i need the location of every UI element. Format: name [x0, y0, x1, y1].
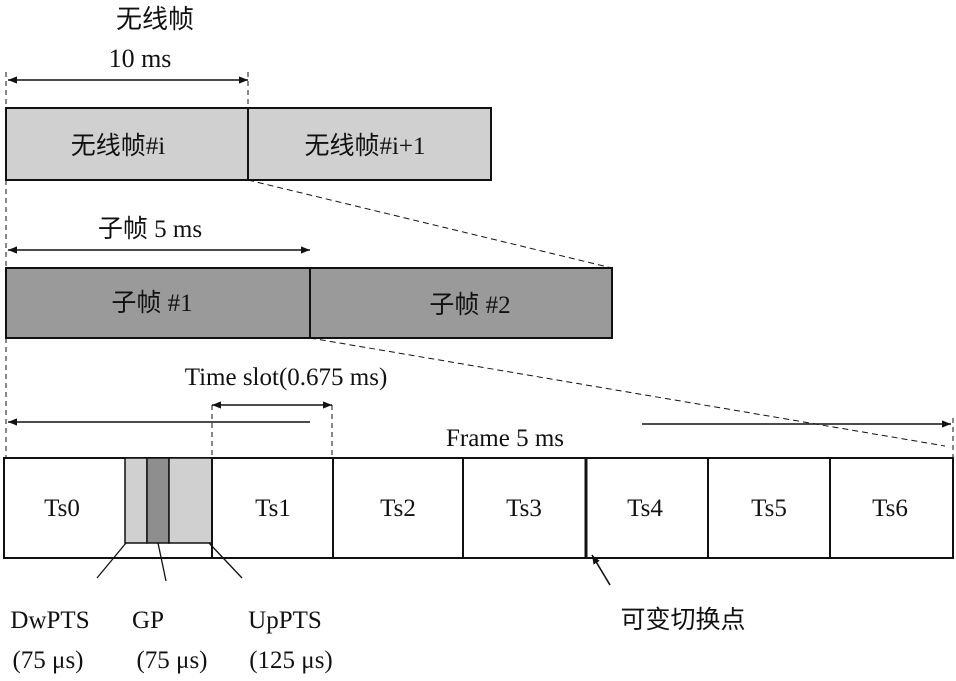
radio-frame-duration: 10 ms — [109, 44, 172, 73]
uppts-duration: (125 μs) — [249, 647, 333, 674]
slot-ts2-label: Ts2 — [380, 495, 416, 522]
frame-duration: Frame 5 ms — [446, 425, 564, 452]
slot-ts1-label: Ts1 — [255, 495, 291, 522]
dwpts-duration: (75 μs) — [12, 647, 83, 674]
slot-dwpts-box — [124, 457, 148, 544]
radio-frame-i-plus-1-label: 无线帧#i+1 — [304, 132, 425, 160]
gp-callout-line — [157, 542, 167, 582]
uppts-name: UpPTS — [248, 607, 322, 634]
switch-point-arrow — [591, 554, 611, 586]
slot-gp-box — [146, 457, 170, 544]
dwpts-callout-line — [96, 542, 127, 579]
radio-frame-title: 无线帧 — [116, 5, 194, 34]
uppts-callout-line — [208, 542, 243, 579]
gp-duration: (75 μs) — [136, 647, 207, 674]
radio-frame-i-plus-1-box — [247, 107, 492, 181]
radio-frame-i-box — [5, 107, 249, 181]
zoom-line-subframe-to-slots — [309, 337, 946, 447]
timeslot-duration: Time slot(0.675 ms) — [185, 364, 388, 391]
slot-ts4-label: Ts4 — [627, 495, 663, 522]
dwpts-name: DwPTS — [10, 607, 89, 634]
subframe-1-box — [5, 267, 311, 339]
subframe-2-box — [309, 267, 613, 339]
zoom-line-radio-to-subframe — [247, 179, 613, 269]
slot-ts3-label: Ts3 — [506, 495, 542, 522]
gp-name: GP — [132, 607, 164, 634]
slot-uppts-box — [168, 457, 213, 544]
radio-frame-i-label: 无线帧#i — [71, 132, 166, 160]
slot-ts6-label: Ts6 — [872, 495, 908, 522]
subframe-duration: 子帧 5 ms — [98, 215, 202, 243]
slot-ts0-label: Ts0 — [44, 495, 80, 522]
slot-ts5-label: Ts5 — [751, 495, 787, 522]
subframe-1-label: 子帧 #1 — [111, 289, 192, 317]
switch-point-label: 可变切换点 — [620, 606, 745, 634]
subframe-2-label: 子帧 #2 — [429, 291, 510, 319]
